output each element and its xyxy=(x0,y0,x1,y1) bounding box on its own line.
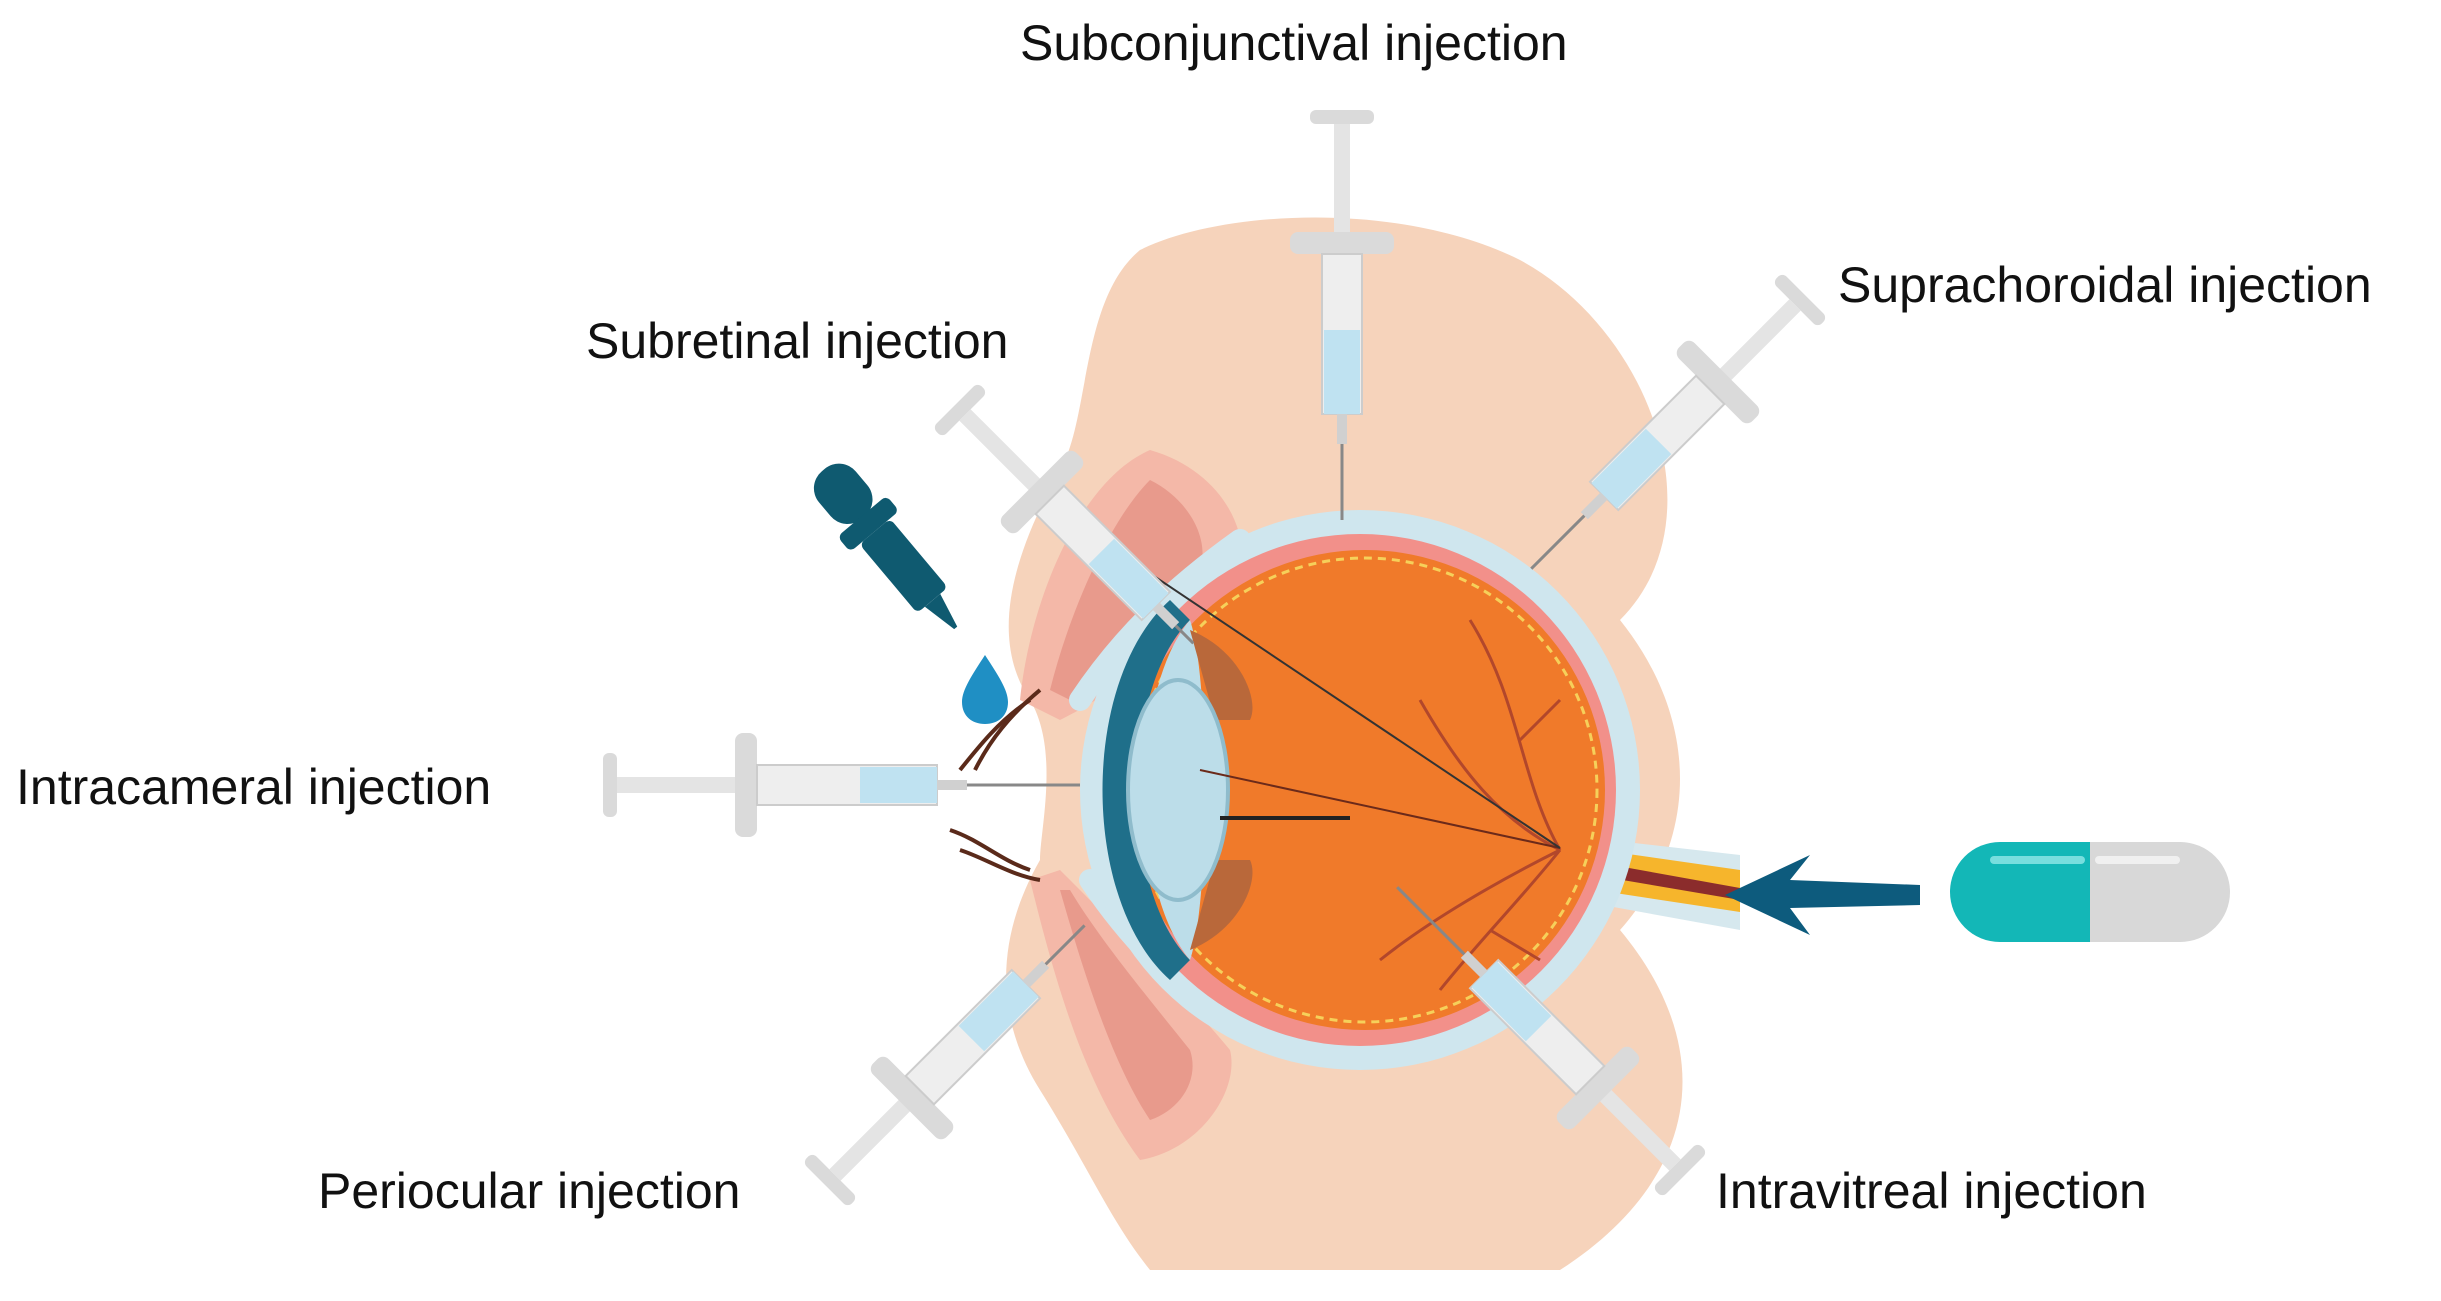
syringe-subretinal xyxy=(934,384,1195,645)
axis-line-2 xyxy=(1129,559,1561,849)
label-subretinal: Subretinal injection xyxy=(586,313,1009,369)
label-periocular: Periocular injection xyxy=(318,1163,741,1219)
label-intracameral: Intracameral injection xyxy=(16,759,492,815)
capsule-icon xyxy=(1950,842,2230,942)
cornea xyxy=(1102,600,1190,980)
lower-eyelid xyxy=(1030,870,1232,1160)
syringe-subconjunctival xyxy=(1290,110,1394,520)
label-subconjunctival: Subconjunctival injection xyxy=(1020,15,1568,71)
arrow-icon xyxy=(1725,855,1920,935)
syringe-periocular xyxy=(804,924,1086,1206)
eye-dropper-icon xyxy=(813,463,958,630)
label-suprachoroidal: Suprachoroidal injection xyxy=(1838,257,2372,313)
syringe-suprachoroidal xyxy=(1530,274,1826,570)
syringe-intravitreal xyxy=(1396,886,1706,1196)
label-intravitreal: Intravitreal injection xyxy=(1716,1163,2147,1219)
lens xyxy=(1126,678,1230,902)
iris xyxy=(1190,630,1253,950)
eyelashes xyxy=(949,688,1042,882)
eyeball xyxy=(1125,550,1605,1030)
syringe-intracameral xyxy=(603,733,1080,837)
drop-icon xyxy=(962,655,1008,724)
axis-line-1 xyxy=(1199,769,1561,849)
retinal-vessels xyxy=(1379,619,1562,991)
